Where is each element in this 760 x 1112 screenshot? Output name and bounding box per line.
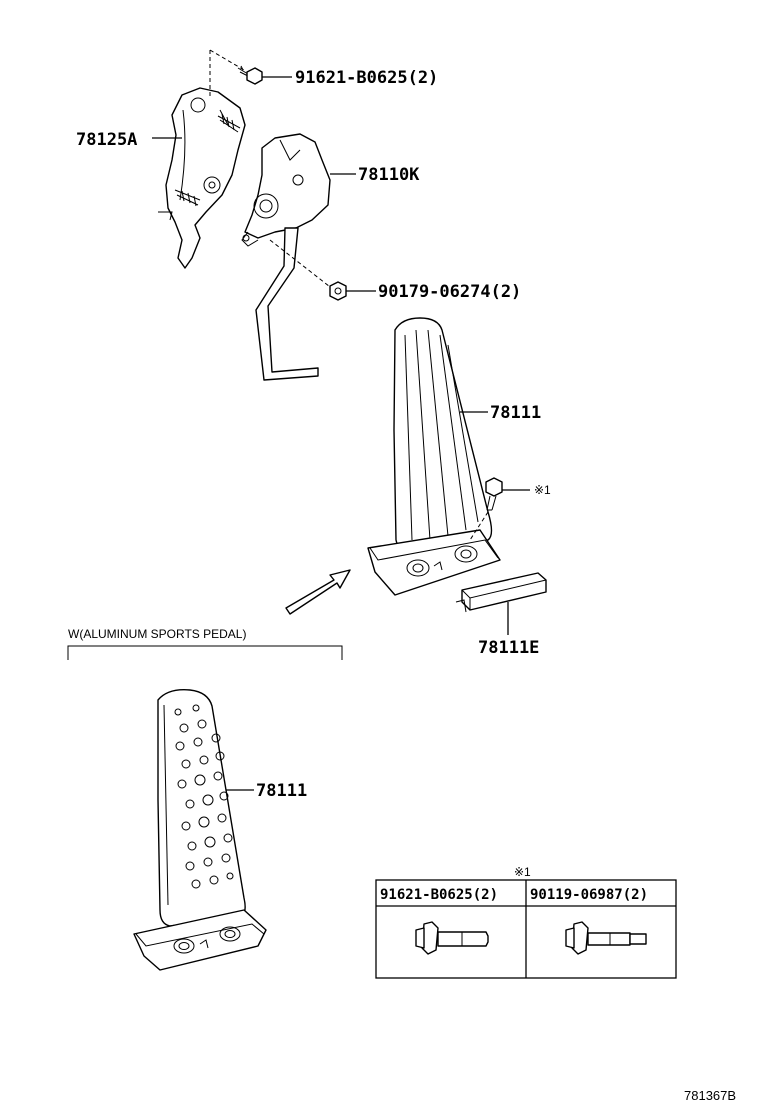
table-header-col1: 91621-B0625(2): [380, 887, 498, 903]
part-label-bolt: 91621-B0625(2): [295, 68, 438, 88]
table-header-col2: 90119-06987(2): [530, 887, 648, 903]
part-label-sensor: 78110K: [358, 165, 420, 185]
part-label-nut: 90179-06274(2): [378, 282, 521, 302]
bolt-stud-icon: [565, 921, 647, 955]
nut-90179-drawing: [329, 281, 347, 301]
part-label-bracket: 78125A: [76, 130, 137, 150]
sport-pedal-78111-drawing: [133, 689, 267, 971]
pad-78111e-drawing: [455, 572, 547, 613]
sensor-78110k-drawing: [241, 133, 331, 381]
figure-id: 781367B: [684, 1088, 736, 1103]
pedal-78111-drawing: [367, 317, 501, 596]
part-label-screw-ref: ※1: [534, 483, 551, 497]
bolt-flange-icon: [415, 921, 489, 955]
part-label-sport-pedal: 78111: [256, 781, 307, 801]
part-label-pad: 78111E: [478, 638, 539, 658]
direction-arrow: [285, 569, 351, 615]
table-title: ※1: [514, 865, 531, 879]
screw-drawing: [485, 477, 503, 511]
fastener-table: ※1 91621-B0625(2) 90119-06987(2): [375, 865, 677, 979]
bolt-91621-drawing: [237, 65, 263, 85]
variant-note: W(ALUMINUM SPORTS PEDAL): [68, 627, 246, 641]
part-label-pedal: 78111: [490, 403, 541, 423]
bracket-78125a-drawing: [158, 87, 246, 269]
perforation-holes: [174, 704, 234, 889]
